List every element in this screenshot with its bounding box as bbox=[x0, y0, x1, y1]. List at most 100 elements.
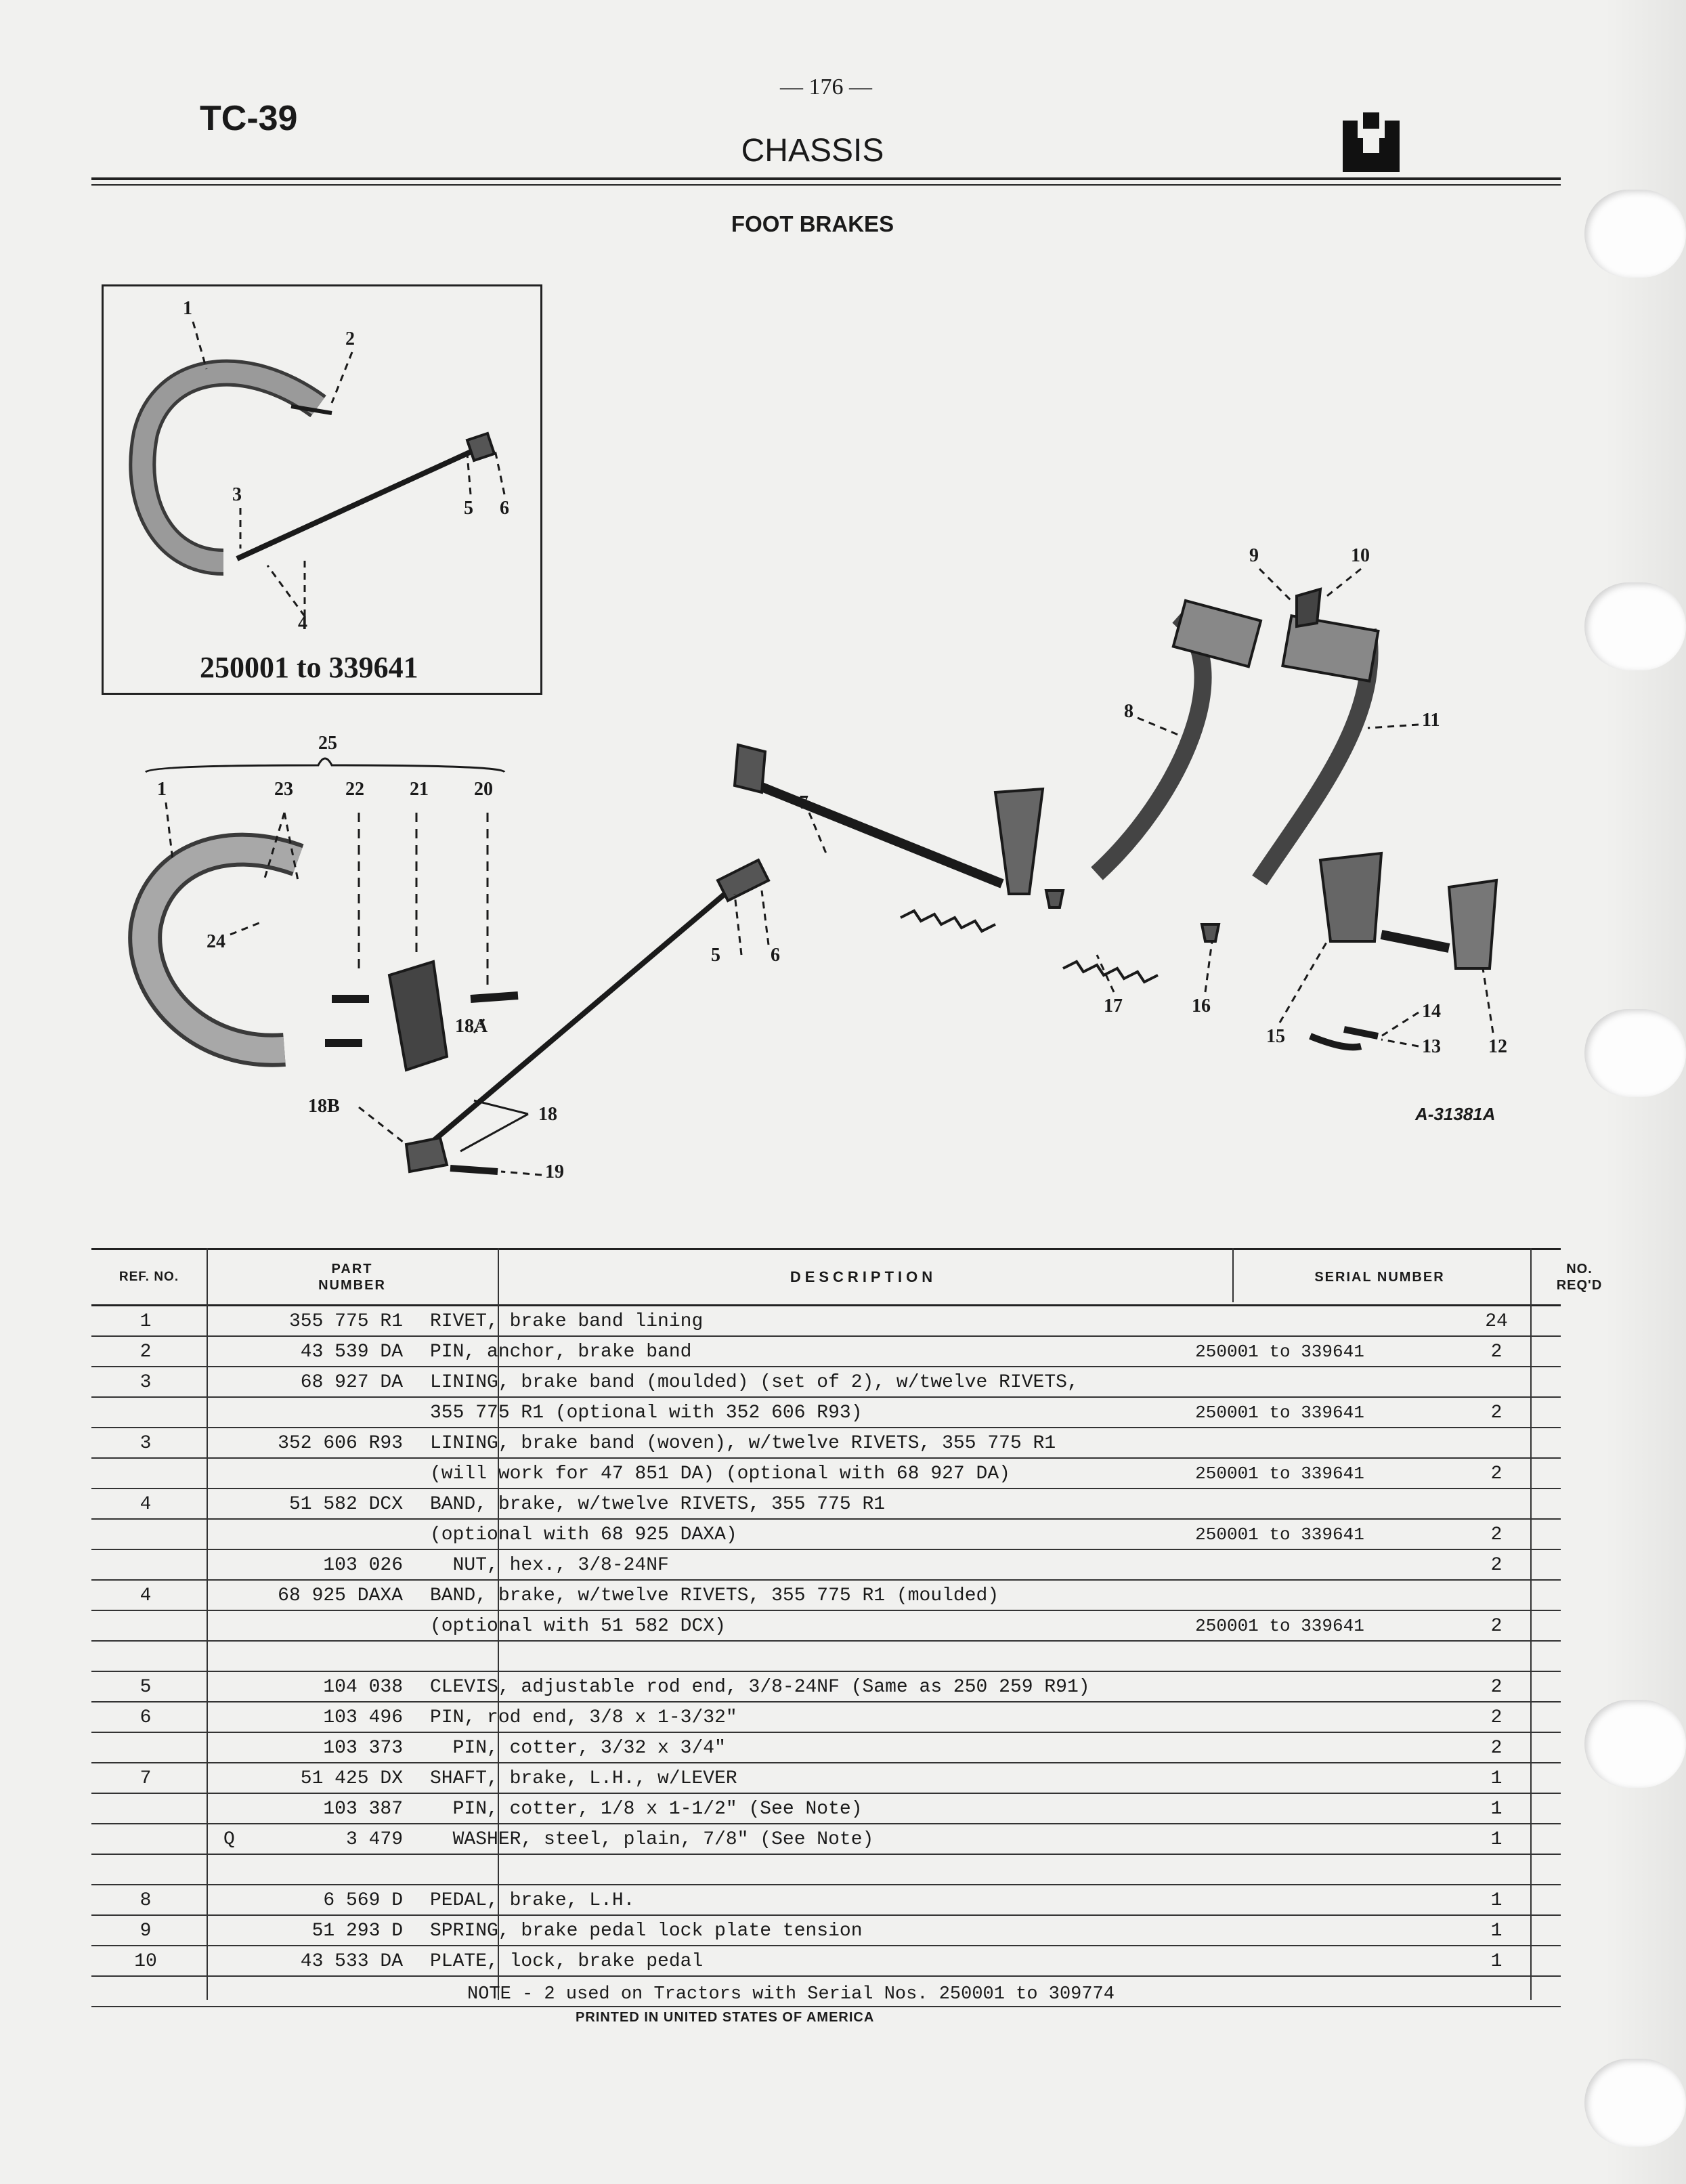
pedal-pad bbox=[1171, 599, 1263, 668]
ref-no-cell: 3 bbox=[139, 1433, 152, 1454]
part-prefix-cell bbox=[223, 1367, 251, 1396]
serial-number-cell bbox=[1151, 1794, 1408, 1823]
description-cell: 355 775 R1 (optional with 352 606 R93) bbox=[430, 1403, 863, 1423]
ref-no-cell bbox=[91, 1611, 200, 1640]
qty-cell: 24 bbox=[1485, 1311, 1508, 1332]
qty-cell: 2 bbox=[1490, 1524, 1503, 1545]
description-cell: CLEVIS, adjustable rod end, 3/8-24NF (Sa… bbox=[430, 1677, 1090, 1698]
qty-cell: 2 bbox=[1490, 1677, 1503, 1698]
part-prefix-cell bbox=[223, 1946, 251, 1975]
qty-cell: 1 bbox=[1490, 1829, 1503, 1850]
serial-number-cell bbox=[1151, 1916, 1408, 1945]
part-number-cell: 103 026 bbox=[323, 1555, 403, 1576]
callout-23: 23 bbox=[274, 779, 293, 800]
callout-24: 24 bbox=[207, 931, 225, 952]
group-bracket-25 bbox=[144, 757, 506, 773]
table-row: 103 387 PIN, cotter, 1/8 x 1-1/2" (See N… bbox=[91, 1794, 1561, 1824]
printed-in-usa: PRINTED IN UNITED STATES OF AMERICA bbox=[576, 2010, 875, 2025]
qty-cell bbox=[1442, 1642, 1551, 1671]
description-cell: BAND, brake, w/twelve RIVETS, 355 775 R1 bbox=[430, 1494, 886, 1515]
qty-cell: 1 bbox=[1490, 1890, 1503, 1911]
illustration-code: A-31381A bbox=[1415, 1104, 1496, 1124]
callout-9: 9 bbox=[1249, 545, 1259, 566]
table-row: 103 373 PIN, cotter, 3/32 x 3/4"2 bbox=[91, 1733, 1561, 1763]
part-prefix-cell bbox=[223, 1885, 251, 1914]
brake-band-lever bbox=[387, 960, 449, 1072]
description-cell bbox=[423, 1642, 1242, 1671]
callout-19: 19 bbox=[545, 1161, 564, 1182]
part-number-cell: 352 606 R93 bbox=[278, 1433, 403, 1454]
description-cell: RIVET, brake band lining bbox=[430, 1311, 704, 1332]
callout-12: 12 bbox=[1488, 1036, 1507, 1057]
qty-cell bbox=[1442, 1581, 1551, 1610]
ref-no-cell: 5 bbox=[139, 1677, 152, 1698]
binder-hole bbox=[1584, 582, 1686, 670]
qty-cell bbox=[1442, 1367, 1551, 1396]
table-row: 5 104 038 CLEVIS, adjustable rod end, 3/8-… bbox=[91, 1672, 1561, 1703]
inset-callout-4: 4 bbox=[298, 613, 307, 634]
serial-number-cell: 250001 to 339641 bbox=[1195, 1403, 1364, 1423]
part-prefix-cell bbox=[223, 1398, 251, 1427]
ref-no-cell bbox=[91, 1855, 200, 1884]
callout-18a: 18A bbox=[455, 1016, 488, 1037]
qty-cell bbox=[1442, 1977, 1551, 2006]
binder-hole bbox=[1584, 1700, 1686, 1788]
part-prefix-cell bbox=[223, 1855, 251, 1884]
ref-no-cell bbox=[91, 1398, 200, 1427]
serial-number-cell bbox=[1151, 1672, 1408, 1701]
serial-number-cell bbox=[1151, 1946, 1408, 1975]
part-prefix-cell bbox=[223, 1916, 251, 1945]
part-number-cell: 104 038 bbox=[323, 1677, 403, 1698]
callout-14: 14 bbox=[1422, 1001, 1441, 1022]
part-number-cell: 103 387 bbox=[323, 1799, 403, 1820]
callout-1: 1 bbox=[157, 779, 167, 800]
callout-13: 13 bbox=[1422, 1036, 1441, 1057]
table-row: (will work for 47 851 DA) (optional with… bbox=[91, 1459, 1561, 1489]
inset-callout-5: 5 bbox=[464, 498, 473, 519]
ref-no-cell: 4 bbox=[139, 1585, 152, 1606]
qty-cell: 1 bbox=[1490, 1951, 1503, 1972]
part-prefix-cell bbox=[223, 1489, 251, 1518]
serial-number-cell bbox=[1151, 1703, 1408, 1732]
qty-cell bbox=[1442, 1428, 1551, 1457]
description-cell: PLATE, lock, brake pedal bbox=[430, 1951, 704, 1972]
callout-20: 20 bbox=[474, 779, 493, 800]
qty-cell bbox=[1442, 1855, 1551, 1884]
page-number: — 176 — bbox=[780, 74, 872, 100]
binder-hole bbox=[1584, 1009, 1686, 1097]
inset-callout-6: 6 bbox=[500, 498, 509, 519]
description-cell: (optional with 68 925 DAXA) bbox=[430, 1524, 737, 1545]
ref-no-cell: 3 bbox=[139, 1372, 152, 1393]
serial-number-cell bbox=[1151, 1489, 1408, 1518]
ref-no-cell bbox=[91, 1520, 200, 1549]
callout-22: 22 bbox=[345, 779, 364, 800]
table-row bbox=[91, 1642, 1561, 1672]
part-prefix-cell bbox=[223, 1733, 251, 1762]
part-prefix-cell bbox=[223, 1459, 251, 1488]
brake-shaft bbox=[756, 781, 1004, 888]
callout-11: 11 bbox=[1422, 710, 1440, 731]
lock-plate bbox=[1295, 587, 1322, 628]
part-prefix-cell bbox=[223, 1642, 251, 1671]
part-number-cell: 68 927 DA bbox=[300, 1372, 403, 1393]
description-cell bbox=[423, 1855, 1242, 1884]
qty-cell: 2 bbox=[1490, 1463, 1503, 1484]
serial-number-cell bbox=[1151, 1642, 1408, 1671]
part-prefix-cell bbox=[223, 1550, 251, 1579]
serial-number-cell: 250001 to 339641 bbox=[1195, 1524, 1364, 1545]
part-number-cell: 43 533 DA bbox=[300, 1951, 403, 1972]
table-row: (optional with 68 925 DAXA) 250001 to 339… bbox=[91, 1520, 1561, 1550]
serial-number-cell: 250001 to 339641 bbox=[1195, 1342, 1364, 1362]
serial-number-cell bbox=[1151, 1550, 1408, 1579]
inset-brake-rod bbox=[236, 448, 475, 561]
clevis bbox=[716, 858, 771, 903]
part-prefix-cell bbox=[223, 1337, 251, 1366]
